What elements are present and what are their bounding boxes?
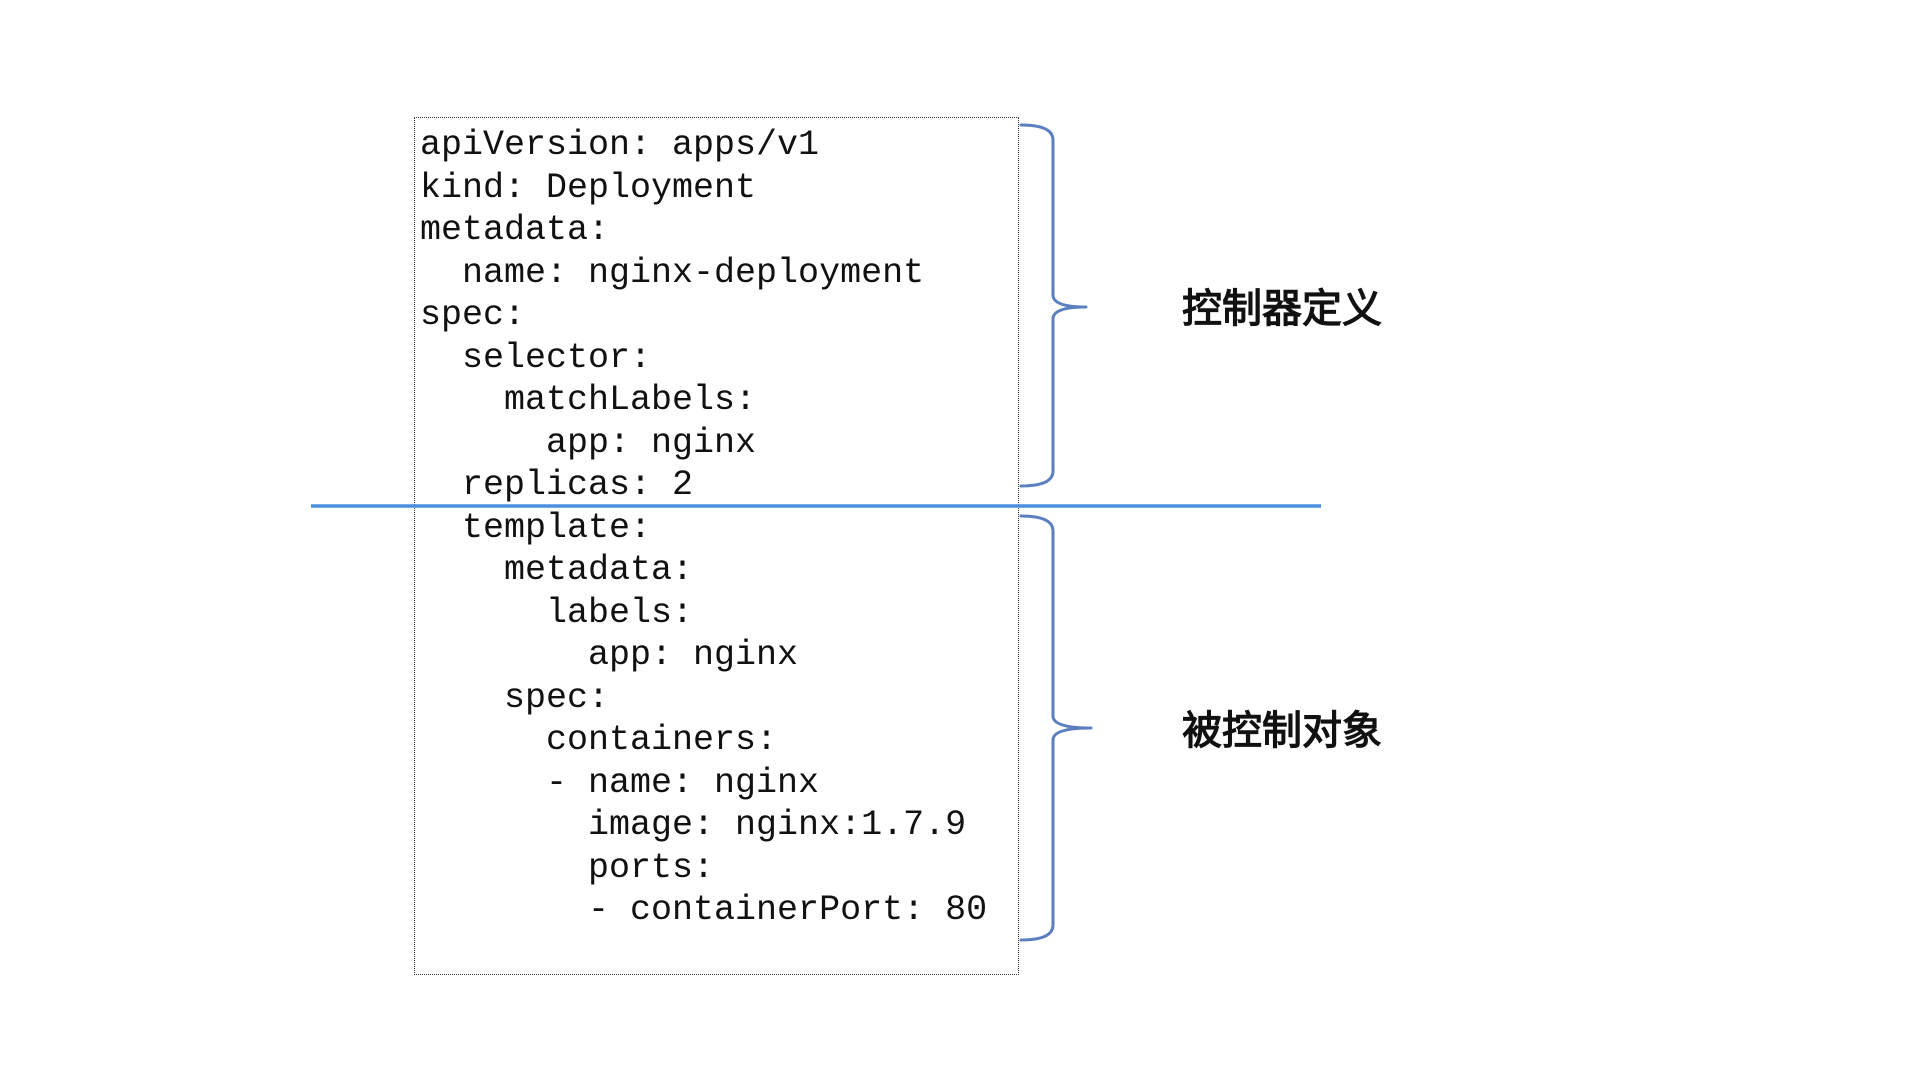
code-line: kind: Deployment — [420, 167, 757, 208]
code-line: - name: nginx — [420, 762, 820, 803]
code-line: labels: — [420, 592, 694, 633]
code-line: replicas: 2 — [420, 465, 694, 505]
code-line: containers: — [420, 720, 778, 760]
code-line: template: — [420, 507, 652, 548]
controlled-object-brace — [1019, 514, 1093, 942]
code-line: selector: — [420, 337, 652, 378]
yaml-code-block: apiVersion: apps/v1 kind: Deployment met… — [414, 117, 1019, 975]
code-line: app: nginx — [420, 422, 757, 463]
code-line: spec: — [420, 295, 526, 335]
code-line: matchLabels: — [420, 380, 757, 420]
code-line: app: nginx — [420, 635, 799, 675]
code-line: name: nginx-deployment — [420, 252, 925, 293]
code-line: - containerPort: 80 — [420, 890, 988, 930]
code-line: spec: — [420, 677, 610, 718]
controlled-object-label: 被控制对象 — [1182, 709, 1382, 753]
code-line: apiVersion: apps/v1 — [420, 125, 820, 165]
controller-definition-brace — [1019, 123, 1088, 488]
code-line: ports: — [420, 847, 715, 888]
code-line: image: nginx:1.7.9 — [420, 805, 967, 845]
controller-definition-label: 控制器定义 — [1182, 287, 1382, 331]
code-line: metadata: — [420, 210, 610, 250]
code-line: metadata: — [420, 550, 694, 590]
